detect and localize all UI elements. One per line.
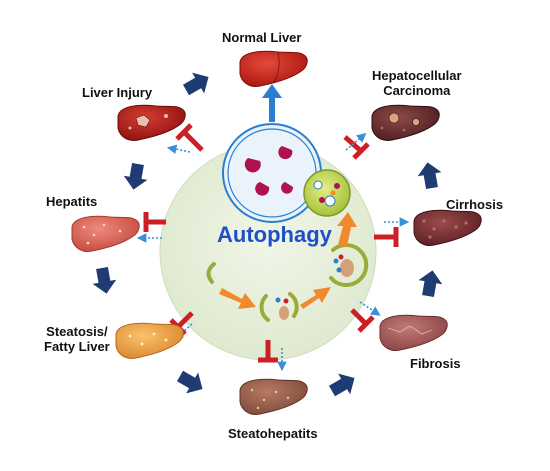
steatohepatitis-liver-image <box>239 378 308 415</box>
progression-arrows <box>92 72 443 397</box>
phagophore-stage-1 <box>206 262 216 284</box>
label-hepatocellular-carcinoma: Hepatocellular Carcinoma <box>372 68 462 98</box>
hepatitis-liver-image <box>71 215 140 252</box>
autophagy-title: Autophagy <box>217 222 332 247</box>
inhibition-markers <box>143 123 399 363</box>
label-liver-injury: Liver Injury <box>82 85 153 100</box>
autolysosome-icon <box>303 169 351 217</box>
lysosome-cell-icon <box>222 123 322 223</box>
phagophore-stage-2 <box>259 292 299 322</box>
label-cirrhosis: Cirrhosis <box>446 197 504 212</box>
recovery-arrow <box>262 84 282 122</box>
steatosis-liver-image <box>115 322 184 359</box>
liver-injury-image <box>117 104 186 141</box>
autophagy-flow-arrows <box>219 212 357 309</box>
label-steatohepatitis: Steatohepatits <box>228 426 318 441</box>
label-steatosis: Steatosis/ Fatty Liver <box>44 324 110 354</box>
label-fibrosis: Fibrosis <box>410 356 461 371</box>
hcc-liver-image <box>371 104 440 141</box>
label-normal-liver: Normal Liver <box>222 30 302 45</box>
normal-liver-image <box>239 50 308 87</box>
label-hepatitis: Hepatits <box>46 194 98 209</box>
fibrosis-liver-image <box>379 314 448 351</box>
cirrhosis-liver-image <box>413 209 482 246</box>
